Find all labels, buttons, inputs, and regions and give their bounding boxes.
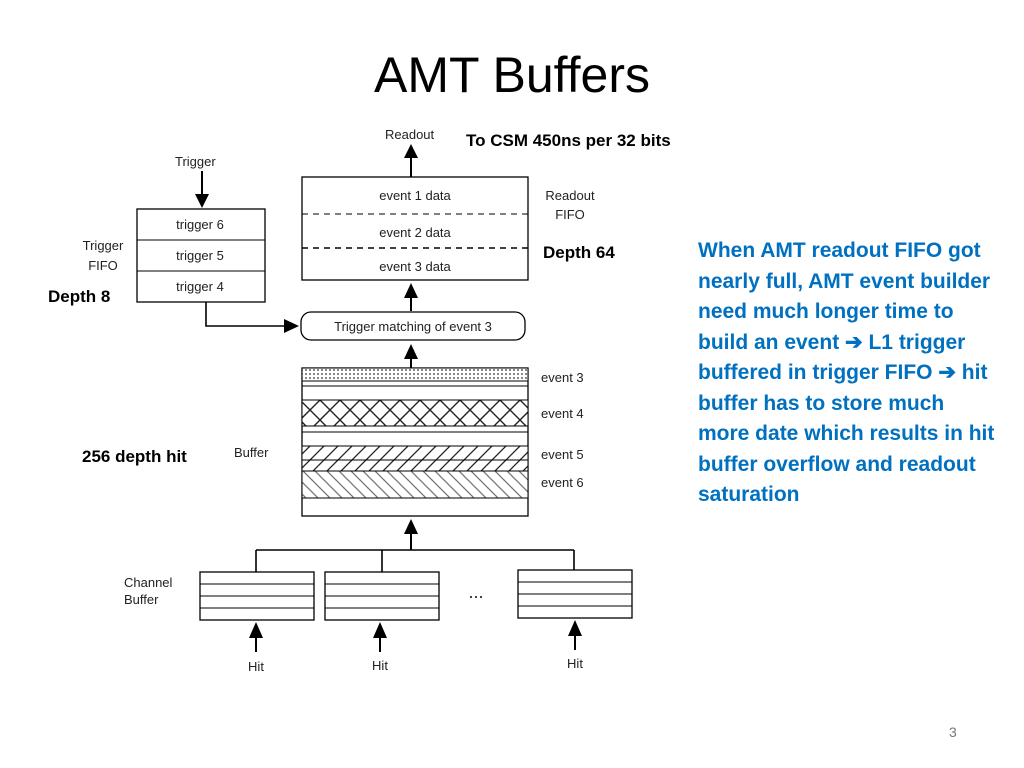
trigger-label: Trigger xyxy=(175,154,216,169)
trigger-fifo-label-line: FIFO xyxy=(88,258,118,273)
channel-buffer xyxy=(517,569,633,619)
hit-label: Hit xyxy=(248,659,264,674)
hit-label: Hit xyxy=(567,656,583,671)
readout-fifo-row: event 1 data xyxy=(379,188,451,203)
channel-buffer xyxy=(324,571,440,621)
explanation-note: When AMT readout FIFO got nearly full, A… xyxy=(698,236,998,511)
channel-buffer xyxy=(199,571,315,621)
trigger-matching-box xyxy=(300,311,526,341)
hit-buffer-event-label: event 5 xyxy=(541,447,584,462)
hit-buffer xyxy=(301,367,529,517)
trigger-fifo-label-line: Trigger xyxy=(83,238,124,253)
channels-to-buffer-arrowhead xyxy=(404,519,418,534)
hit-input-arrow xyxy=(568,620,582,650)
hit-buffer-event-label: event 4 xyxy=(541,406,584,421)
trigger-to-matching-arrowhead xyxy=(284,319,299,333)
readout-label: Readout xyxy=(385,127,435,142)
trigger-fifo-row: trigger 4 xyxy=(176,279,224,294)
hit-buffer-event-label: event 6 xyxy=(541,475,584,490)
matching-to-readout-arrowhead xyxy=(404,283,418,298)
channel-buffer-label-line: Buffer xyxy=(124,592,159,607)
right-arrow-icon: ➔ xyxy=(845,330,863,354)
readout-fifo-label-line: FIFO xyxy=(555,207,585,222)
slide-title: AMT Buffers xyxy=(373,47,651,103)
readout-rate-annotation: To CSM 450ns per 32 bits xyxy=(466,131,671,150)
trigger-fifo-row: trigger 5 xyxy=(176,248,224,263)
hit-input-arrow xyxy=(249,622,263,652)
readout-fifo: event 1 data event 2 data event 3 data xyxy=(301,176,529,281)
trigger-depth-annotation: Depth 8 xyxy=(48,287,110,306)
note-text: hit buffer has to store much more date w… xyxy=(698,361,995,506)
hit-buffer-label: Buffer xyxy=(234,445,269,460)
hit-buffer-depth-annotation: 256 depth hit xyxy=(82,447,187,466)
trigger-fifo: trigger 6 trigger 5 trigger 4 xyxy=(136,208,266,303)
right-arrow-icon: ➔ xyxy=(938,361,956,384)
readout-fifo-row: event 2 data xyxy=(379,225,451,240)
readout-fifo-row: event 3 data xyxy=(379,259,451,274)
hit-buffer-event-label: event 3 xyxy=(541,370,584,385)
trigger-matching-label: Trigger matching of event 3 xyxy=(334,319,492,334)
hit-input-arrow xyxy=(373,622,387,652)
note-text: When AMT readout FIFO got nearly full, A… xyxy=(698,239,991,354)
channel-buffer-label-line: Channel xyxy=(124,575,173,590)
channel-buffer-ellipsis: ... xyxy=(468,582,483,602)
trigger-fifo-row: trigger 6 xyxy=(176,217,224,232)
trigger-input-arrowhead xyxy=(195,194,209,208)
trigger-to-matching-connector xyxy=(205,302,286,327)
page-number: 3 xyxy=(949,724,957,740)
readout-arrowhead xyxy=(404,144,418,158)
hit-label: Hit xyxy=(372,658,388,673)
channel-bus xyxy=(255,549,575,572)
buffer-to-matching-arrowhead xyxy=(404,344,418,359)
readout-fifo-label-line: Readout xyxy=(545,188,595,203)
readout-depth-annotation: Depth 64 xyxy=(543,243,615,262)
note-text: L1 trigger buffered in trigger FIFO xyxy=(698,330,966,385)
